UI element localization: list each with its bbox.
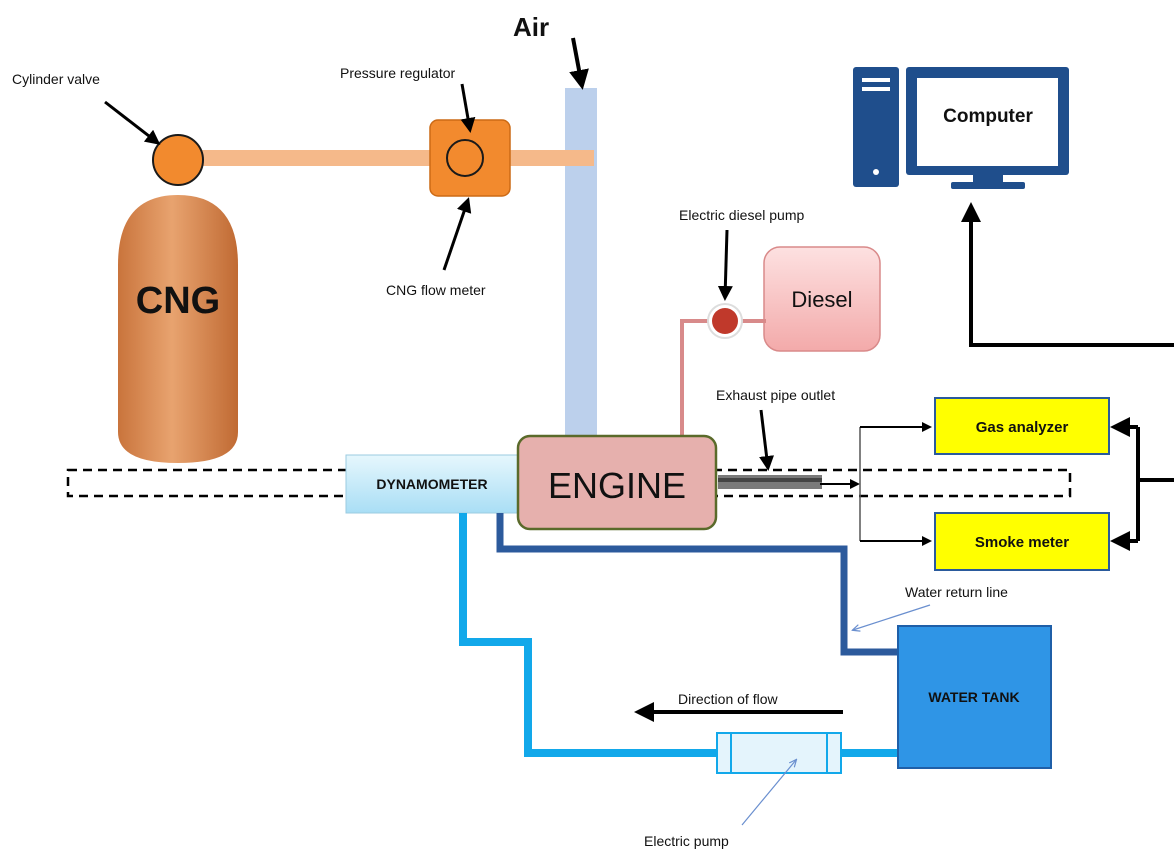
electric-diesel-pump-core [712,308,738,334]
water-supply-line [459,513,720,757]
data-line-to-computer [961,202,1174,347]
air-duct [565,88,597,458]
exhaust-pipe-shade [718,478,822,482]
direction-of-flow-label: Direction of flow [678,691,778,707]
exhaust-pipe-outlet-label: Exhaust pipe outlet [716,387,835,403]
water-return-line [496,513,900,656]
diesel-tank-label: Diesel [791,287,852,312]
computer-icon [853,67,1069,189]
pressure-regulator-label: Pressure regulator [340,65,456,81]
air-arrow [569,37,589,90]
dynamometer-label: DYNAMOMETER [376,476,487,492]
pressure-regulator [446,139,484,177]
smoke-meter [934,512,1110,571]
exhaust-pipe-outlet-arrow [759,409,775,471]
cng-flow-meter-label: CNG flow meter [386,282,486,298]
cylinder-valve-label: Cylinder valve [12,71,100,87]
water-tank [897,625,1052,769]
gas-analyzer-label: Gas analyzer [976,419,1069,436]
computer-label: Computer [943,106,1033,127]
cng-tank [118,195,238,463]
electric-diesel-pump-arrow [717,229,733,301]
water-return-line-label: Water return line [905,584,1008,600]
engine [516,434,718,531]
gas-analyzer [934,397,1110,455]
cng-flow-meter-arrow [442,197,472,271]
cylinder-valve [152,134,204,186]
electric-pump-arrow [741,760,796,826]
diesel-fuel-line [680,319,708,440]
electric-pump-label: Electric pump [644,833,729,849]
cng-tank-label: CNG [136,280,220,322]
pressure-regulator-arrow [460,83,476,133]
smoke-meter-label: Smoke meter [975,534,1069,551]
engine-label: ENGINE [548,465,686,506]
water-return-line-arrow [853,604,931,630]
air-label: Air [513,12,549,42]
cylinder-valve-arrow [104,100,161,145]
diesel-tank [763,246,881,352]
electric-diesel-pump-label: Electric diesel pump [679,207,804,223]
water-tank-label: WATER TANK [928,689,1019,705]
electric-pump [716,732,842,774]
dynamometer [345,454,519,514]
cng-supply-line [196,150,594,166]
